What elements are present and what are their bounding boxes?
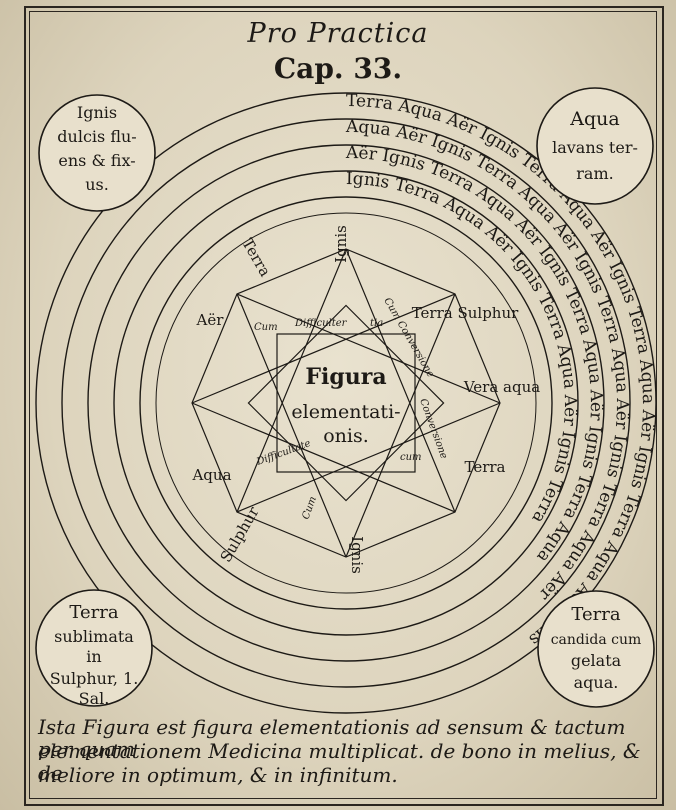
center-title: Figura [305, 364, 386, 390]
star-label-nw: Aër [196, 311, 225, 329]
tr-line-1: Aqua [569, 108, 619, 130]
tl-line-3: ens & fix- [58, 151, 135, 170]
ring-border-3 [113, 170, 579, 636]
caption-line-2: elementationem Medicina multiplicat. de … [38, 739, 641, 785]
bl-line-2: sublimata [54, 627, 134, 646]
medallion-bottom-left [35, 589, 153, 707]
star-label-bottom: Ignis [348, 536, 366, 574]
tl-line-1: Ignis [77, 103, 117, 122]
inner-label-6: cum [400, 452, 422, 463]
bl-line-5: Sal. [79, 689, 110, 708]
tl-line-2: dulcis flu- [57, 127, 136, 146]
br-line-1: Terra [571, 604, 620, 625]
inner-square-b [247, 304, 445, 502]
bl-line-3: in [86, 647, 101, 666]
inner-label-1: Cum [254, 322, 278, 333]
inner-label-2: Difficulter [294, 318, 348, 329]
outer-border [24, 6, 664, 806]
ring-border-0 [35, 92, 657, 714]
inner-label-5: Conversione [417, 397, 449, 460]
ring-border-2 [87, 144, 605, 662]
center-line-3: onis. [323, 425, 369, 447]
star-lines [191, 248, 501, 558]
star-label-w: Aqua [191, 466, 231, 484]
tr-line-2: lavans ter- [552, 138, 638, 157]
medallion-bottom-right [537, 590, 655, 708]
header-title: Pro Practica [247, 18, 429, 49]
octagram [191, 248, 501, 558]
inner-label-8: Difficultate [254, 438, 312, 468]
star-label-sw: Sulphur [217, 503, 263, 565]
br-line-2: candida cum [551, 632, 642, 648]
caption-line-1: Ista Figura est figura elementationis ad… [38, 715, 626, 761]
star-label-top: Ignis [332, 225, 350, 263]
br-line-3: gelata [571, 651, 622, 670]
medallion-top-right [536, 87, 654, 205]
inner-label-3: tia [370, 318, 383, 329]
br-line-4: aqua. [574, 673, 619, 692]
bl-line-4: Sulphur, 1. [50, 669, 139, 688]
chapter-number: Cap. 33. [273, 52, 403, 85]
inner-label-7: Cum [300, 495, 318, 521]
inner-circle [155, 212, 537, 594]
center-line-2: elementati- [291, 401, 400, 423]
star-label-se: Terra [464, 458, 505, 476]
star-label-e: Vera aqua [463, 378, 540, 396]
tl-line-4: us. [85, 175, 109, 194]
inner-square-a [276, 333, 416, 473]
star-label-nnw: Terra [238, 235, 274, 280]
caption-line-3: meliore in optimum, & in infinitum. [38, 763, 398, 787]
tr-line-3: ram. [576, 164, 613, 183]
medallion-top-left [38, 94, 156, 212]
star-label-ne: Terra Sulphur [412, 304, 519, 322]
bl-line-1: Terra [69, 602, 118, 623]
ring-border-4 [139, 196, 553, 610]
ring-border-1 [61, 118, 631, 688]
